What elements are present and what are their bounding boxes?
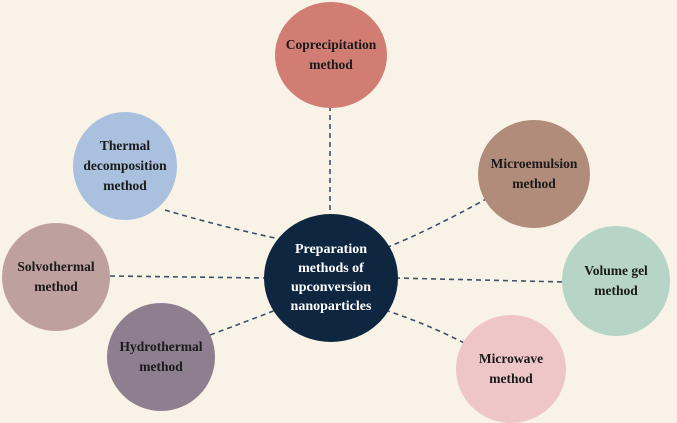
connector-microwave — [384, 309, 469, 346]
connector-solvothermal — [109, 275, 266, 279]
node-coprecipitation-label: Coprecipitation method — [285, 37, 377, 72]
center-node-label: Preparation methods of upconversion nano… — [290, 242, 372, 314]
node-coprecipitation: Coprecipitation method — [275, 2, 387, 108]
connector-volume-gel — [394, 277, 566, 283]
node-microwave: Microwave method — [456, 315, 566, 423]
node-microwave-label: Microwave method — [478, 351, 544, 386]
node-thermal-decomposition-label: Thermal decomposition method — [83, 138, 167, 193]
node-volume-gel-label: Volume gel method — [584, 263, 648, 298]
node-solvothermal-label: Solvothermal method — [17, 259, 95, 294]
center-node: Preparation methods of upconversion nano… — [264, 214, 398, 342]
connector-hydrothermal — [209, 309, 277, 336]
node-microemulsion: Microemulsion method — [478, 120, 590, 228]
node-thermal-decomposition: Thermal decomposition method — [73, 112, 177, 220]
node-solvothermal: Solvothermal method — [2, 223, 110, 331]
node-microemulsion-label: Microemulsion method — [490, 156, 578, 191]
node-hydrothermal-label: Hydrothermal method — [119, 339, 203, 374]
connector-thermal-decomposition — [164, 209, 276, 239]
node-volume-gel: Volume gel method — [562, 226, 670, 336]
node-hydrothermal: Hydrothermal method — [107, 303, 215, 411]
connector-microemulsion — [387, 197, 489, 248]
